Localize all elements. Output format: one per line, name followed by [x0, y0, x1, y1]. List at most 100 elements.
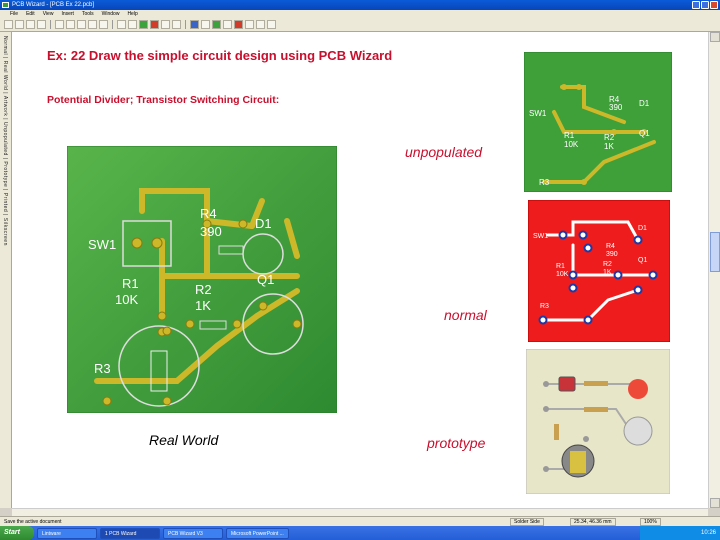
zoom-icon[interactable]	[161, 20, 170, 29]
new-icon[interactable]	[4, 20, 13, 29]
menu-edit[interactable]: Edit	[26, 11, 35, 17]
unpop-label-r4-value: 390	[609, 103, 623, 112]
maximize-button[interactable]	[701, 1, 709, 9]
unpop-label-d1: D1	[639, 99, 650, 108]
label-r1: R1	[122, 276, 139, 291]
print-icon[interactable]	[37, 20, 46, 29]
task-pcb-wizard-1[interactable]: 1 PCB Wizard	[100, 527, 160, 539]
app-icon	[2, 2, 9, 8]
menu-insert[interactable]: Insert	[61, 11, 74, 17]
copy-icon[interactable]	[66, 20, 75, 29]
label-r2: R2	[195, 282, 212, 297]
open-icon[interactable]	[15, 20, 24, 29]
document-canvas[interactable]: Ex: 22 Draw the simple circuit design us…	[12, 32, 708, 508]
menu-tools[interactable]: Tools	[81, 11, 94, 17]
menu-file[interactable]: File	[10, 11, 19, 17]
prototype-board[interactable]	[526, 349, 670, 494]
task-lintware[interactable]: Lintware	[37, 527, 97, 539]
task-pcb-wizard-v3[interactable]: PCB Wizard V3	[163, 527, 223, 539]
track-icon[interactable]	[128, 20, 137, 29]
status-view: Solder Side	[510, 518, 544, 526]
scroll-up-icon[interactable]	[710, 32, 720, 42]
unpop-label-sw1: SW1	[529, 109, 547, 118]
label-r4-value: 390	[200, 224, 222, 239]
minimize-button[interactable]	[692, 1, 700, 9]
via-icon[interactable]	[201, 20, 210, 29]
label-real-world: Real World	[149, 432, 219, 448]
unpop-label-r1-value: 10K	[564, 140, 579, 149]
start-button[interactable]: Start	[0, 526, 34, 540]
label-r2-value: 1K	[195, 298, 211, 313]
normal-label-r3: R3	[540, 303, 549, 310]
task-powerpoint[interactable]: Microsoft PowerPoint ...	[226, 527, 289, 539]
undo-icon[interactable]	[88, 20, 97, 29]
normal-label-q1: Q1	[638, 257, 647, 264]
status-text: Save the active document	[4, 519, 62, 525]
menu-view[interactable]: View	[42, 11, 54, 17]
page-title: Ex: 22 Draw the simple circuit design us…	[47, 48, 393, 63]
title-bar: PCB Wizard - [PCB Ex 22.pcb]	[0, 0, 720, 10]
label-q1: Q1	[257, 272, 274, 287]
scroll-down-icon[interactable]	[710, 498, 720, 508]
menu-bar: File Edit View Insert Tools Window Help	[0, 10, 720, 18]
normal-label-sw1: SW1	[533, 233, 548, 240]
close-button[interactable]	[710, 1, 718, 9]
normal-label-d1: D1	[638, 225, 647, 232]
toolbar-separator	[112, 20, 113, 29]
pad-icon[interactable]	[190, 20, 199, 29]
delete-icon[interactable]	[150, 20, 159, 29]
redo-icon[interactable]	[99, 20, 108, 29]
label-d1: D1	[255, 216, 272, 231]
unpop-label-r3: R3	[539, 178, 550, 187]
clock: 10:26	[700, 530, 716, 536]
menu-window[interactable]: Window	[101, 11, 120, 17]
horizontal-scrollbar[interactable]	[12, 508, 708, 516]
normal-board[interactable]: SW1 R4 390 D1 R1 10K R2 1K Q1 R3	[528, 200, 670, 342]
normal-label-r2-value: 1K	[603, 269, 612, 276]
scroll-thumb[interactable]	[710, 232, 720, 272]
window-title: PCB Wizard - [PCB Ex 22.pcb]	[12, 2, 95, 8]
normal-label-r1-value: 10K	[556, 271, 569, 278]
normal-label-r4: R4	[606, 243, 615, 250]
unpop-label-r4: R4	[609, 95, 620, 104]
label-normal: normal	[444, 307, 487, 323]
select-icon[interactable]	[117, 20, 126, 29]
layer-icon[interactable]	[234, 20, 243, 29]
label-r4: R4	[200, 206, 217, 221]
text-icon[interactable]	[223, 20, 232, 29]
normal-label-r4-value: 390	[606, 251, 618, 258]
unpop-label-r2: R2	[604, 133, 615, 142]
toolbar-separator	[185, 20, 186, 29]
view-tabs-panel: Normal | Real World | Artwork | Unpopula…	[0, 32, 12, 508]
ruler-icon[interactable]	[256, 20, 265, 29]
save-icon[interactable]	[26, 20, 35, 29]
status-coords: 25.34, 46.36 mm	[570, 518, 616, 526]
grid-icon[interactable]	[245, 20, 254, 29]
unpop-label-q1: Q1	[639, 129, 650, 138]
status-zoom: 100%	[640, 518, 661, 526]
normal-label-r2: R2	[603, 261, 612, 268]
view-tabs[interactable]: Normal | Real World | Artwork | Unpopula…	[2, 36, 8, 246]
label-unpopulated: unpopulated	[405, 144, 483, 160]
vertical-scrollbar[interactable]	[708, 32, 720, 508]
cut-icon[interactable]	[55, 20, 64, 29]
label-sw1: SW1	[88, 237, 116, 252]
copper-icon[interactable]	[212, 20, 221, 29]
unpop-label-r1: R1	[564, 131, 575, 140]
unpopulated-board[interactable]: SW1 R4 390 D1 R1 10K R2 1K Q1 R3	[524, 52, 672, 192]
page-subtitle: Potential Divider; Transistor Switching …	[47, 94, 280, 106]
component-icon[interactable]	[139, 20, 148, 29]
image-icon[interactable]	[172, 20, 181, 29]
system-tray: 10:26	[640, 526, 720, 540]
status-bar: Save the active document Solder Side 25.…	[0, 516, 720, 526]
menu-help[interactable]: Help	[127, 11, 138, 17]
label-prototype: prototype	[427, 435, 486, 451]
real-world-board[interactable]: SW1 R4 390 D1 R1 10K R2 1K Q1 R3	[67, 146, 337, 413]
taskbar: Start Lintware 1 PCB Wizard PCB Wizard V…	[0, 526, 720, 540]
label-r1-value: 10K	[115, 292, 138, 307]
paste-icon[interactable]	[77, 20, 86, 29]
color-icon[interactable]	[267, 20, 276, 29]
normal-label-r1: R1	[556, 263, 565, 270]
unpop-label-r2-value: 1K	[604, 142, 614, 151]
